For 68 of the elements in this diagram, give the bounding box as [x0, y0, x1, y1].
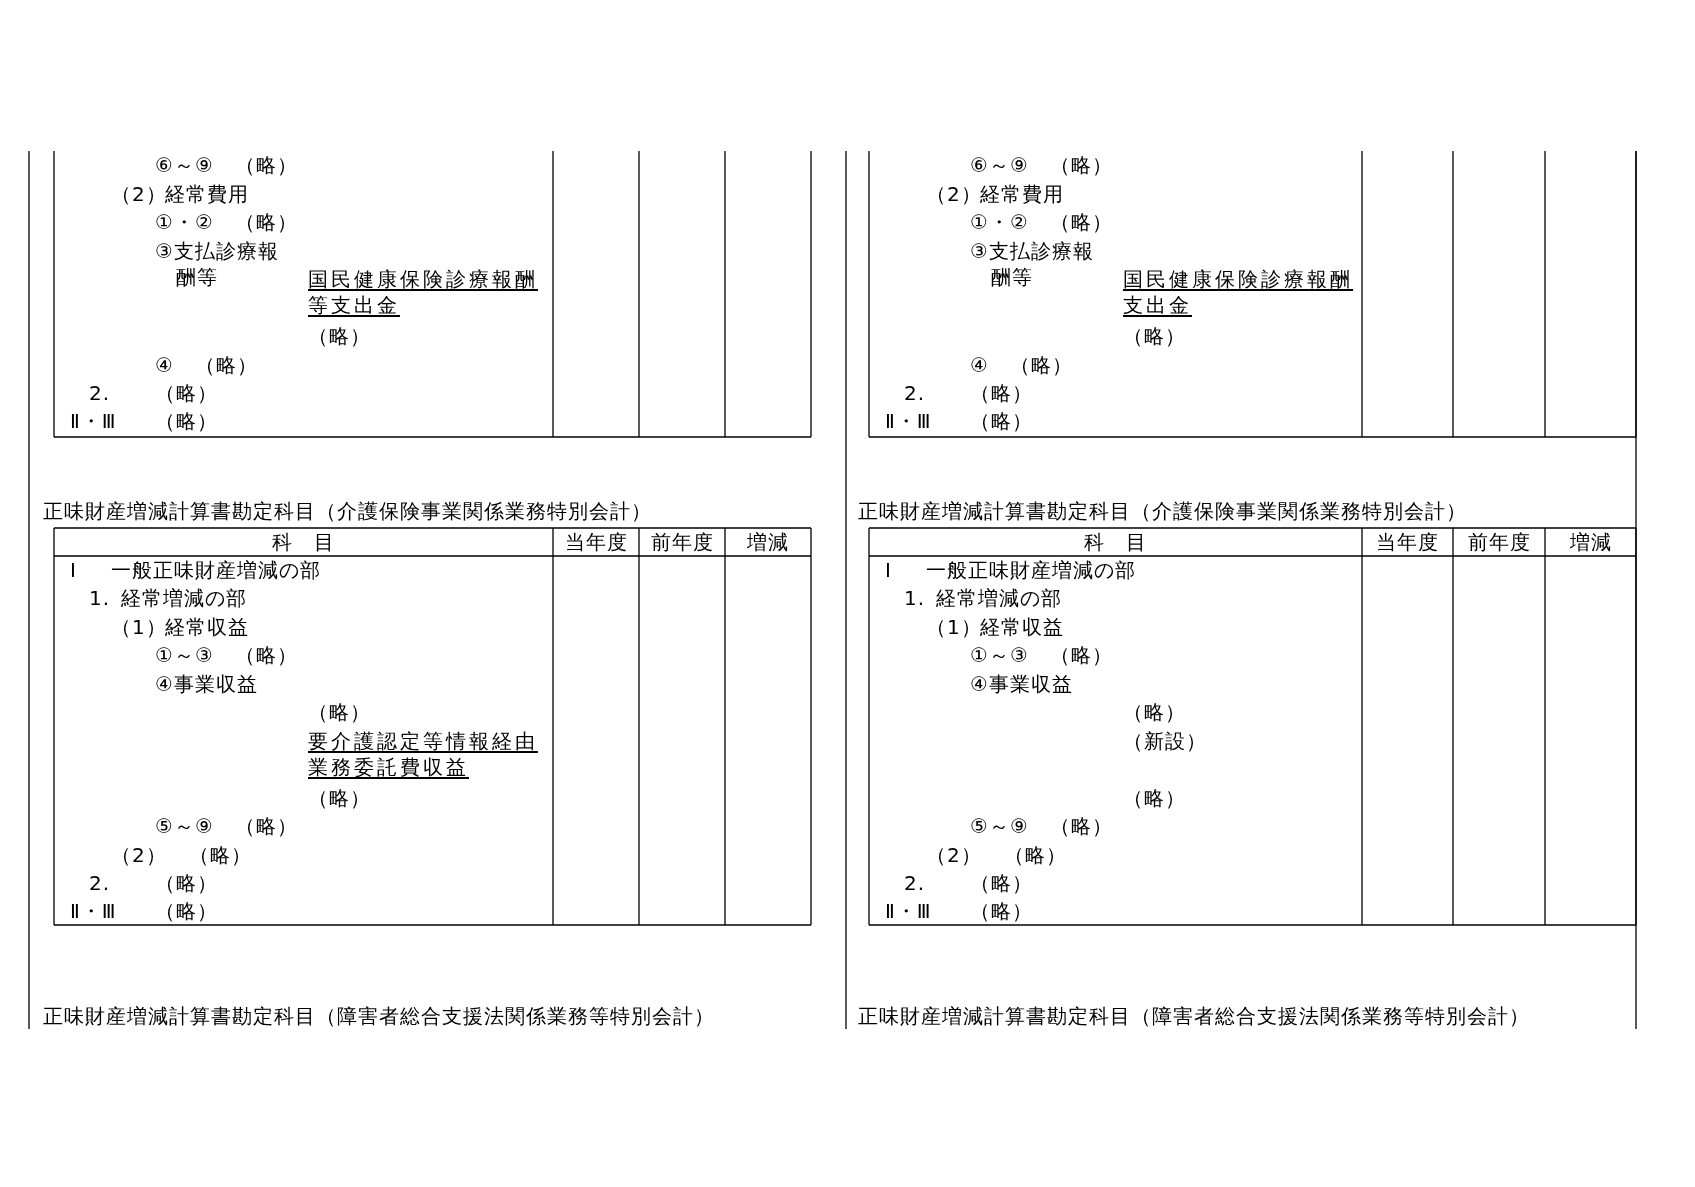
account-text: ④ （略）	[155, 351, 258, 378]
account-text: 一般正味財産増減の部	[111, 557, 321, 583]
account-text: （略）	[189, 841, 252, 868]
table-title: 正味財産増減計算書勘定科目（障害者総合支援法関係業務等特別会計）	[858, 1003, 1530, 1029]
account-text: （略）	[970, 408, 1033, 435]
account-text: （略）	[308, 699, 371, 726]
account-text: ①～③ （略）	[970, 642, 1113, 669]
account-text: （略）	[155, 408, 218, 435]
account-text: 一般正味財産増減の部	[926, 557, 1136, 583]
account-text: 経常増減の部	[121, 585, 247, 612]
underlined-text: 要介護認定等情報経由業務委託費収益	[308, 727, 539, 780]
account-text: ④事業収益	[970, 670, 1073, 697]
account-text: ①・② （略）	[970, 209, 1113, 236]
account-text: （2）	[926, 841, 982, 868]
account-text: Ⅱ・Ⅲ	[885, 408, 932, 435]
account-text: 1.	[904, 585, 926, 612]
account-text: （略）	[155, 898, 218, 925]
account-text: （新設）	[1123, 727, 1208, 754]
account-text: Ⅰ	[885, 557, 892, 583]
underlined-text: 国民健康保険診療報酬支出金	[1123, 266, 1354, 319]
account-text: （略）	[308, 784, 371, 811]
account-text: （略）	[155, 869, 218, 896]
account-text: ⑥～⑨ （略）	[155, 152, 298, 179]
account-text: ⑤～⑨ （略）	[970, 813, 1113, 840]
account-text: 2.	[89, 380, 111, 406]
account-text: ④ （略）	[970, 351, 1073, 378]
account-text: Ⅱ・Ⅲ	[885, 898, 932, 925]
account-text: （略）	[1123, 323, 1186, 350]
column-heading: 増減	[1568, 528, 1613, 555]
column-heading: 前年度	[649, 528, 715, 555]
account-text: （略）	[970, 898, 1033, 925]
column-heading: 当年度	[1375, 528, 1440, 555]
table-title: 正味財産増減計算書勘定科目（障害者総合支援法関係業務等特別会計）	[43, 1003, 715, 1029]
account-text: ④事業収益	[155, 670, 258, 697]
account-text: 2.	[89, 869, 111, 896]
account-text: （略）	[1004, 841, 1067, 868]
column-heading: 当年度	[563, 528, 629, 555]
account-text: 経常費用	[980, 180, 1064, 207]
column-heading: 科 目	[1083, 528, 1148, 555]
account-text: （略）	[1123, 699, 1186, 726]
account-text: Ⅱ・Ⅲ	[70, 408, 117, 435]
account-text: ⑥～⑨ （略）	[970, 152, 1113, 179]
column-heading: 科 目	[271, 528, 336, 555]
account-text: ①・② （略）	[155, 209, 298, 236]
account-text: （略）	[308, 323, 371, 350]
account-text: 経常収益	[980, 613, 1064, 640]
account-text: 経常費用	[165, 180, 249, 207]
account-text: 2.	[904, 380, 926, 406]
account-text: 経常収益	[165, 613, 249, 640]
account-text: 2.	[904, 869, 926, 896]
account-text: Ⅰ	[70, 557, 77, 583]
account-text: ③支払診療報酬等	[970, 237, 1095, 290]
account-text: （2）	[111, 841, 167, 868]
account-text: （略）	[155, 380, 218, 406]
account-text: ③支払診療報酬等	[155, 237, 280, 290]
table-title: 正味財産増減計算書勘定科目（介護保険事業関係業務特別会計）	[43, 498, 652, 524]
table-title: 正味財産増減計算書勘定科目（介護保険事業関係業務特別会計）	[858, 498, 1467, 524]
account-text: （略）	[970, 380, 1033, 406]
account-text: ①～③ （略）	[155, 642, 298, 669]
account-text: （略）	[1123, 784, 1186, 811]
column-heading: 増減	[746, 528, 790, 555]
column-heading: 前年度	[1466, 528, 1532, 555]
account-text: ⑤～⑨ （略）	[155, 813, 298, 840]
account-text: （略）	[970, 869, 1033, 896]
account-text: 1.	[89, 585, 111, 612]
underlined-text: 国民健康保険診療報酬等支出金	[308, 266, 539, 319]
account-text: 経常増減の部	[936, 585, 1062, 612]
account-text: Ⅱ・Ⅲ	[70, 898, 117, 925]
